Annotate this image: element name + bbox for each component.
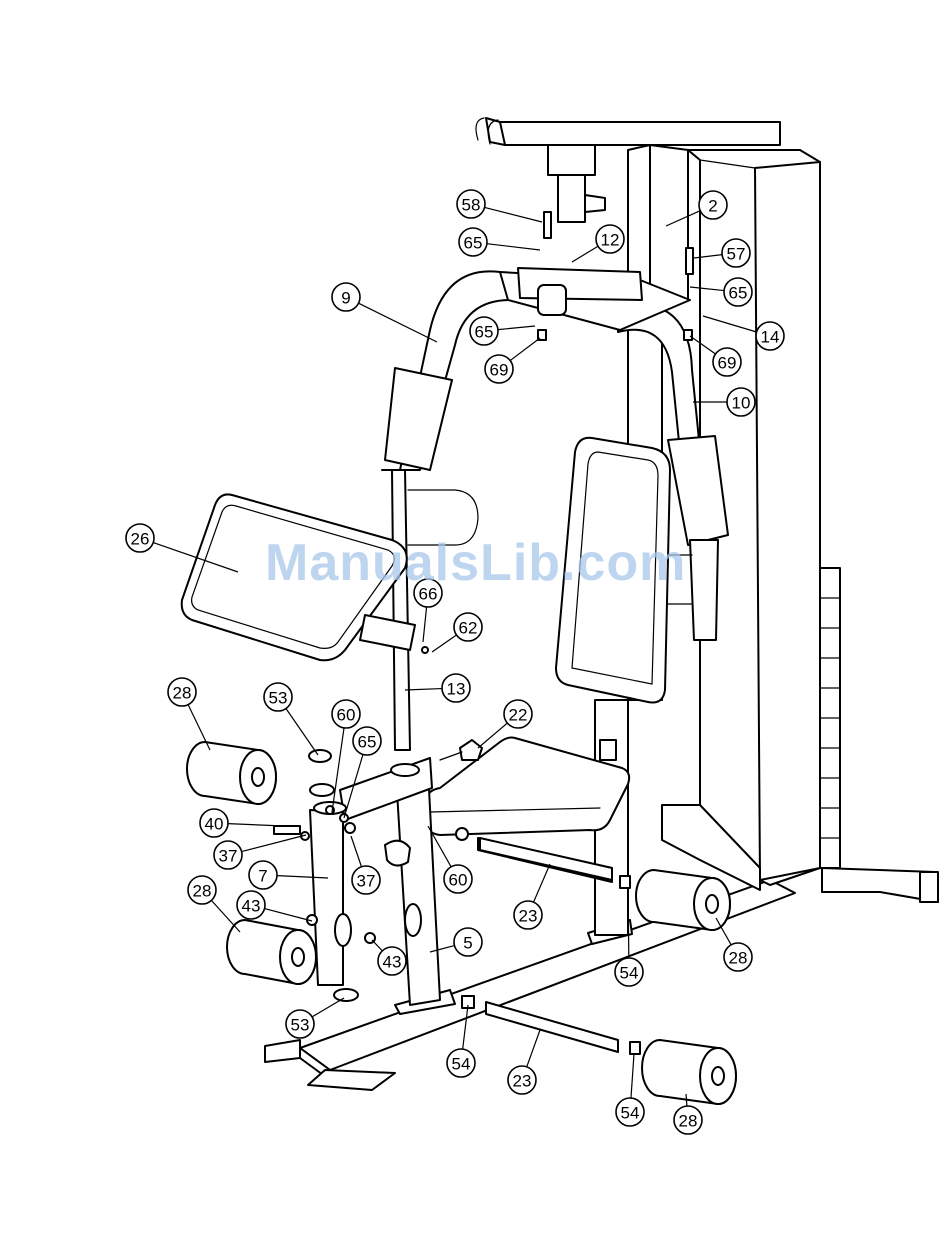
callout-leader — [265, 909, 312, 921]
callout-number: 28 — [193, 882, 212, 901]
callout-number: 37 — [357, 872, 376, 891]
callout-number: 43 — [242, 897, 261, 916]
callout-number: 60 — [337, 706, 356, 725]
callout-number: 37 — [219, 847, 238, 866]
callout-leader — [534, 864, 550, 902]
callout-23: 23 — [514, 864, 550, 929]
callout-number: 13 — [447, 680, 466, 699]
callout-28: 28 — [188, 876, 240, 932]
callout-leader — [351, 836, 361, 867]
callout-69: 69 — [485, 338, 540, 383]
callout-23: 23 — [508, 1030, 540, 1094]
callout-number: 14 — [761, 328, 780, 347]
callout-leader — [487, 244, 540, 250]
callout-number: 22 — [509, 706, 528, 725]
callout-58: 58 — [457, 190, 542, 222]
foam-roller-lower-left — [227, 920, 316, 984]
callout-number: 28 — [173, 684, 192, 703]
callout-62: 62 — [432, 613, 482, 652]
callout-28: 28 — [168, 678, 210, 750]
callout-53: 53 — [286, 998, 344, 1038]
callout-53: 53 — [264, 683, 318, 755]
callout-number: 53 — [269, 689, 288, 708]
callout-number: 5 — [463, 934, 472, 953]
callout-9: 9 — [332, 283, 437, 342]
callout-leader — [228, 824, 284, 826]
callout-leader — [432, 635, 457, 652]
callout-number: 65 — [358, 733, 377, 752]
callout-12: 12 — [572, 225, 624, 262]
callout-leader — [628, 888, 629, 958]
callout-leader — [211, 900, 240, 932]
callout-leader — [527, 1030, 540, 1067]
callout-number: 65 — [464, 234, 483, 253]
callout-number: 28 — [729, 949, 748, 968]
callout-43: 43 — [372, 940, 406, 975]
callout-leader — [242, 835, 306, 852]
foam-roller-bottom — [642, 1040, 736, 1104]
callout-number: 7 — [258, 867, 267, 886]
callout-number: 69 — [490, 361, 509, 380]
callout-leader — [510, 338, 540, 361]
callout-number: 65 — [729, 284, 748, 303]
callout-number: 12 — [601, 231, 620, 250]
callout-number: 28 — [679, 1112, 698, 1131]
callout-number: 54 — [621, 1104, 640, 1123]
callout-number: 54 — [620, 964, 639, 983]
callout-leader — [572, 246, 598, 262]
callout-number: 69 — [718, 354, 737, 373]
foam-roller-upper-left — [187, 742, 276, 804]
foam-roller-right — [636, 870, 730, 930]
callout-number: 43 — [383, 953, 402, 972]
callout-number: 58 — [462, 196, 481, 215]
callout-leader — [498, 326, 535, 330]
callout-number: 2 — [708, 197, 717, 216]
callout-number: 60 — [449, 871, 468, 890]
callout-40: 40 — [200, 809, 284, 837]
callout-number: 57 — [727, 245, 746, 264]
callout-leader — [485, 207, 542, 222]
callout-65: 65 — [470, 317, 535, 345]
callout-number: 53 — [291, 1016, 310, 1035]
callout-13: 13 — [405, 674, 470, 702]
callout-number: 9 — [341, 289, 350, 308]
callout-37: 37 — [351, 836, 380, 894]
callout-number: 23 — [519, 907, 538, 926]
callout-number: 23 — [513, 1072, 532, 1091]
callout-leader — [286, 709, 318, 755]
callout-leader — [405, 689, 442, 690]
watermark: ManualsLib.com — [265, 533, 686, 593]
callout-leader — [312, 998, 344, 1017]
callout-number: 10 — [732, 394, 751, 413]
callout-leader — [359, 303, 437, 342]
callout-leader — [631, 1054, 634, 1098]
callout-43: 43 — [237, 891, 312, 921]
callout-number: 26 — [131, 530, 150, 549]
callout-leader — [372, 940, 382, 951]
callout-65: 65 — [459, 228, 540, 256]
callout-number: 65 — [475, 323, 494, 342]
callout-number: 54 — [452, 1055, 471, 1074]
callout-54: 54 — [616, 1054, 644, 1126]
callout-leader — [423, 607, 427, 642]
callout-number: 62 — [459, 619, 478, 638]
callout-number: 40 — [205, 815, 224, 834]
